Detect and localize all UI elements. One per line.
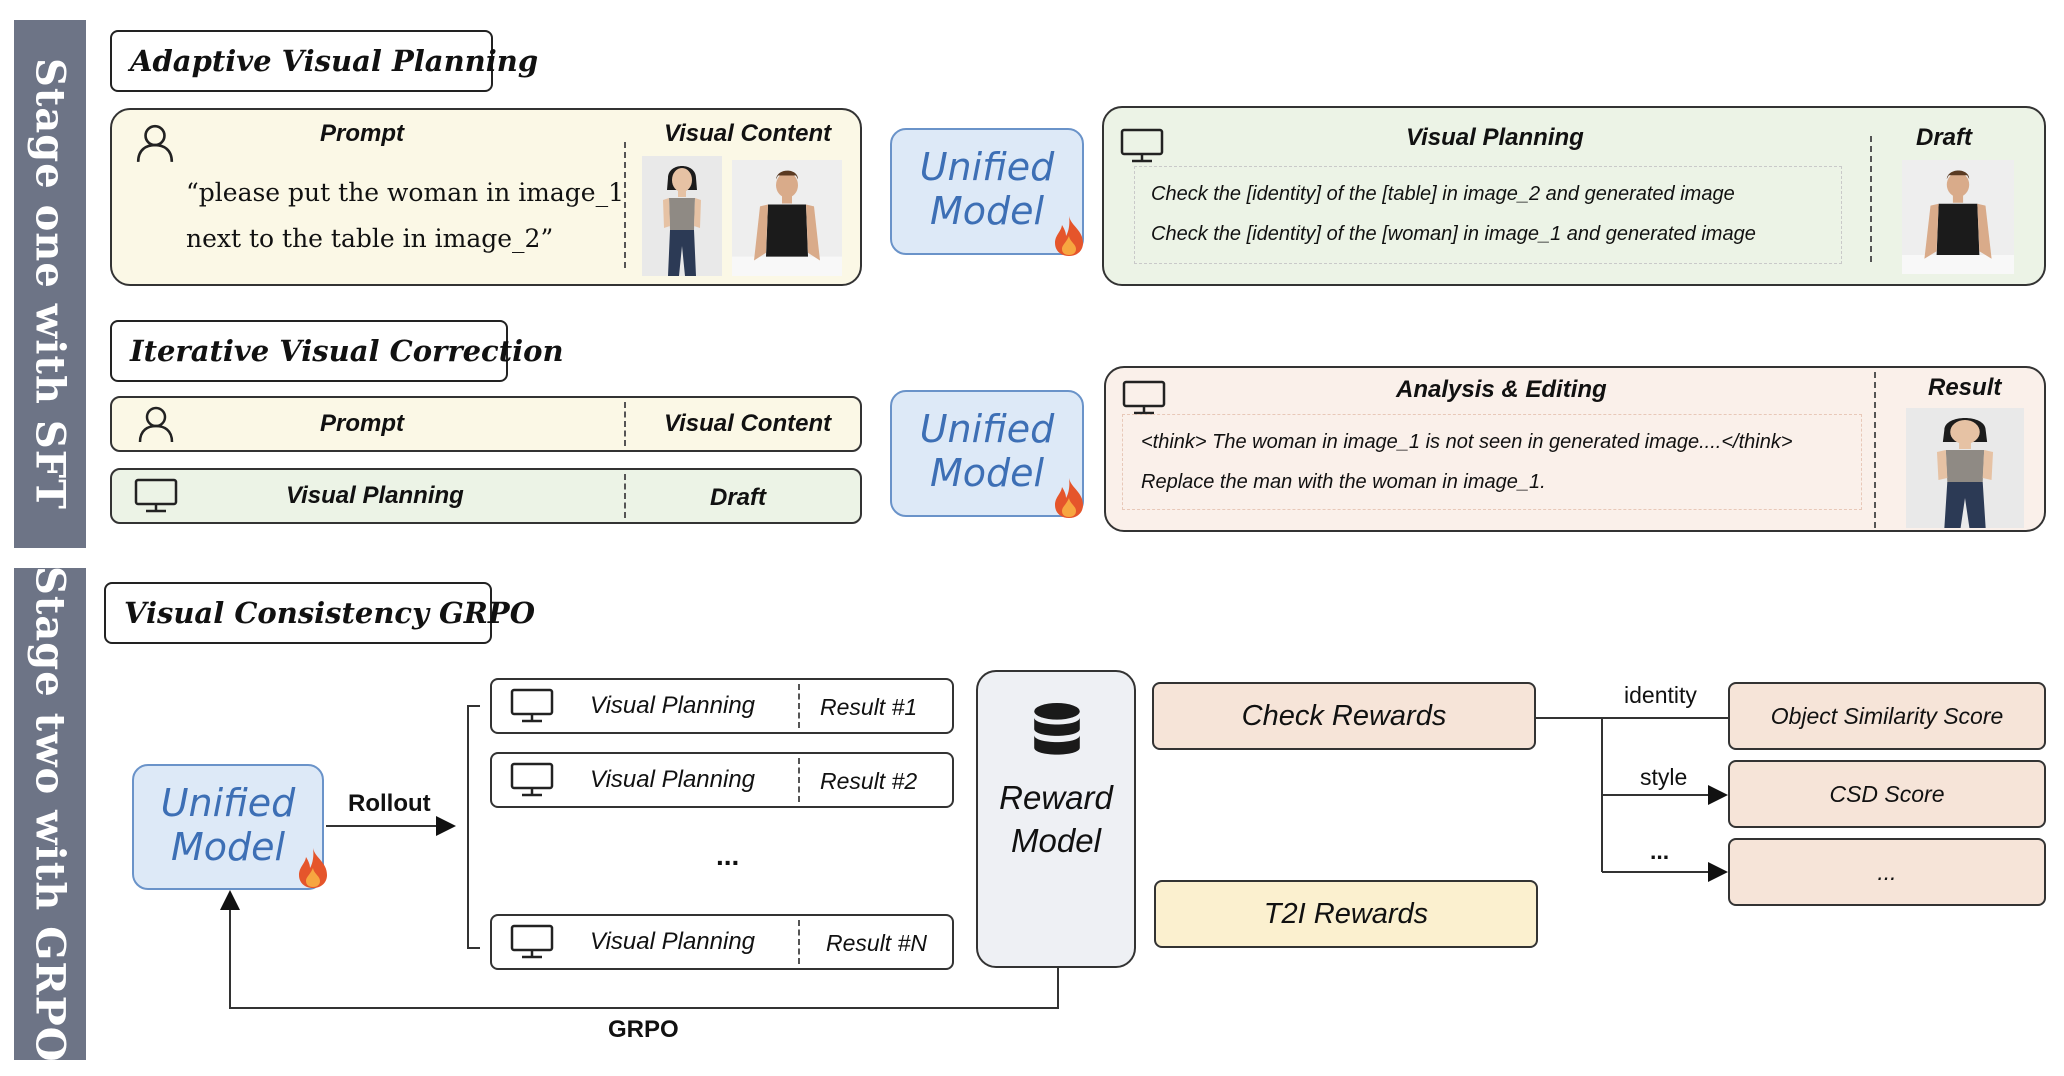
reward-model-line-2: Model (1011, 822, 1101, 859)
rollout-planning-label: Visual Planning (590, 928, 756, 955)
database-icon (1030, 702, 1084, 760)
analysis-editing-label: Analysis & Editing (1396, 376, 1607, 403)
reward-model-label: Reward Model (978, 776, 1134, 862)
prompt-line-2: next to the table in image_2” (186, 224, 554, 253)
branch-label-more: ... (1650, 838, 1670, 864)
grpo-label: GRPO (608, 1016, 679, 1043)
branch-label-identity: identity (1624, 682, 1697, 708)
check-line-1: Check the [identity] of the [table] in i… (1151, 183, 1735, 205)
reward-model-box: Reward Model (976, 670, 1136, 968)
prompt-line-1: “please put the woman in image_1 (186, 178, 625, 207)
model-line-2: Model (929, 188, 1045, 233)
iterative-planning-row: Visual Planning Draft (110, 468, 862, 524)
section-title-adaptive: Adaptive Visual Planning (110, 30, 538, 92)
stage-one-label: Stage one with SFT (26, 58, 74, 510)
divider (798, 684, 800, 728)
user-icon (134, 122, 176, 164)
divider (1874, 372, 1876, 528)
result-image (1906, 408, 2024, 528)
monitor-icon (510, 762, 554, 798)
iterative-prompt-row: Prompt Visual Content (110, 396, 862, 452)
monitor-icon (1120, 128, 1164, 164)
draft-image (1902, 160, 2014, 274)
rollout-label: Rollout (348, 790, 431, 817)
flame-icon (1052, 214, 1086, 258)
prompt-label: Prompt (320, 120, 404, 147)
monitor-icon (510, 688, 554, 724)
divider (798, 758, 800, 802)
user-icon (136, 404, 176, 444)
rollout-ellipsis: ... (716, 840, 740, 871)
draft-label: Draft (710, 484, 767, 511)
unified-model-box: Unified Model (132, 764, 324, 890)
t2i-rewards-box: T2I Rewards (1154, 880, 1538, 948)
object-similarity-score-box: Object Similarity Score (1728, 682, 2046, 750)
rollout-result-label: Result #2 (820, 768, 918, 794)
model-line-2: Model (170, 824, 286, 869)
model-line-1: Unified (919, 145, 1055, 189)
adaptive-prompt-box: Prompt “please put the woman in image_1 … (110, 108, 862, 286)
analysis-text-box: <think> The woman in image_1 is not seen… (1122, 414, 1862, 510)
csd-score-box: CSD Score (1728, 760, 2046, 828)
draft-label: Draft (1916, 124, 1973, 151)
branch-label-style: style (1640, 764, 1688, 790)
planning-steps-box: Check the [identity] of the [table] in i… (1134, 166, 1842, 264)
divider (624, 474, 626, 518)
rollout-item: Visual Planning Result #2 (490, 752, 954, 808)
unified-model-box: Unified Model (890, 390, 1084, 517)
woman-image (642, 156, 722, 276)
rollout-planning-label: Visual Planning (590, 766, 756, 793)
reward-model-line-1: Reward (999, 779, 1113, 816)
think-line: <think> The woman in image_1 is not seen… (1141, 431, 1793, 453)
check-line-2: Check the [identity] of the [woman] in i… (1151, 223, 1756, 245)
divider (624, 142, 626, 268)
section-title-iterative: Iterative Visual Correction (110, 320, 564, 382)
rollout-planning-label: Visual Planning (590, 692, 756, 719)
model-line-1: Unified (919, 407, 1055, 451)
stage-two-bar: Stage two with GRPO (14, 565, 86, 1063)
visual-content-label: Visual Content (664, 120, 832, 147)
divider (624, 402, 626, 446)
model-line-1: Unified (160, 781, 296, 825)
visual-planning-label: Visual Planning (1406, 124, 1584, 151)
rollout-result-label: Result #N (826, 930, 927, 956)
section-title-grpo: Visual Consistency GRPO (104, 582, 535, 644)
analysis-editing-box: Analysis & Editing <think> The woman in … (1104, 366, 2046, 532)
monitor-icon (134, 478, 178, 514)
prompt-label: Prompt (320, 410, 404, 437)
model-line-2: Model (929, 450, 1045, 495)
man-image (732, 160, 842, 276)
rollout-result-label: Result #1 (820, 694, 918, 720)
stage-one-bar: Stage one with SFT (14, 20, 86, 548)
divider (1870, 136, 1872, 262)
rollout-item: Visual Planning Result #1 (490, 678, 954, 734)
prompt-text: “please put the woman in image_1 next to… (186, 170, 624, 262)
rollout-item: Visual Planning Result #N (490, 914, 954, 970)
unified-model-box: Unified Model (890, 128, 1084, 255)
check-rewards-box: Check Rewards (1152, 682, 1536, 750)
result-label: Result (1928, 374, 2002, 401)
visual-planning-label: Visual Planning (286, 482, 464, 509)
monitor-icon (1122, 380, 1166, 416)
visual-planning-output-box: Visual Planning Check the [identity] of … (1102, 106, 2046, 286)
stage-two-label: Stage two with GRPO (26, 565, 74, 1063)
visual-content-label: Visual Content (664, 410, 832, 437)
flame-icon (1052, 476, 1086, 520)
more-scores-box: ... (1728, 838, 2046, 906)
monitor-icon (510, 924, 554, 960)
replace-line: Replace the man with the woman in image_… (1141, 471, 1546, 493)
divider (798, 920, 800, 964)
flame-icon (296, 846, 330, 890)
